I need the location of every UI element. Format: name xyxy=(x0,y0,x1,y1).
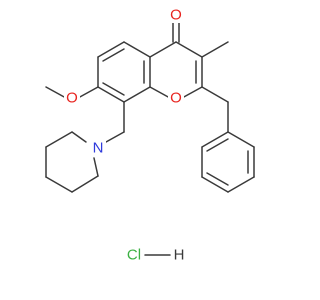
atom-labels: O O O N Cl H xyxy=(64,7,184,264)
bond-c2-o1 xyxy=(181,86,203,99)
bond-c5-c6 xyxy=(97,41,125,58)
bond-c4a-c5 xyxy=(123,41,151,58)
bond-pip-c-bottom xyxy=(45,176,73,193)
bond-ph-1 xyxy=(227,131,255,148)
bond-ph-3 xyxy=(227,176,255,193)
bond-c7-o-methoxy xyxy=(77,86,99,99)
bond-c4-c3 xyxy=(175,41,203,58)
bond-c7-c8 xyxy=(97,86,125,103)
carbonyl-oxygen-label: O xyxy=(170,7,182,24)
salt-chlorine-label: Cl xyxy=(127,247,141,264)
bond-c7-c8-double xyxy=(102,82,125,96)
bond-o1-c8a xyxy=(149,86,171,99)
bond-c3-methyl xyxy=(201,41,229,58)
salt-hydrogen-label: H xyxy=(174,247,185,264)
bond-c8-c8a xyxy=(123,86,151,103)
piperidine-nitrogen-label: N xyxy=(93,140,104,157)
bond-pip-c-right xyxy=(71,175,99,193)
bond-o-methoxy-ch3 xyxy=(45,86,67,99)
label-bg-carbonyl-oxygen xyxy=(168,7,184,23)
bond-ph-4-double xyxy=(206,172,229,186)
bonds xyxy=(45,21,255,256)
bond-n-ring-right xyxy=(93,157,99,177)
ring-oxygen-label: O xyxy=(170,90,182,107)
label-bg-ring-oxygen xyxy=(168,90,184,106)
bond-c5-c6-double xyxy=(102,48,125,62)
bond-ph-6-double xyxy=(206,138,229,152)
label-bg-methoxy-oxygen xyxy=(64,90,80,106)
bond-pip-n-top xyxy=(71,131,87,143)
methoxy-oxygen-label: O xyxy=(66,90,78,107)
bond-ph-4 xyxy=(201,176,229,193)
bond-pip-c-top xyxy=(45,131,73,148)
bond-c4-c4a xyxy=(149,41,177,58)
label-bg-piperidine-nitrogen xyxy=(90,140,106,156)
bond-c2-ch2-benzyl xyxy=(201,86,229,103)
bond-ph-6 xyxy=(201,131,229,148)
bond-ch2-n xyxy=(105,131,125,143)
chemical-structure-diagram: O O O N Cl H xyxy=(45,7,255,264)
